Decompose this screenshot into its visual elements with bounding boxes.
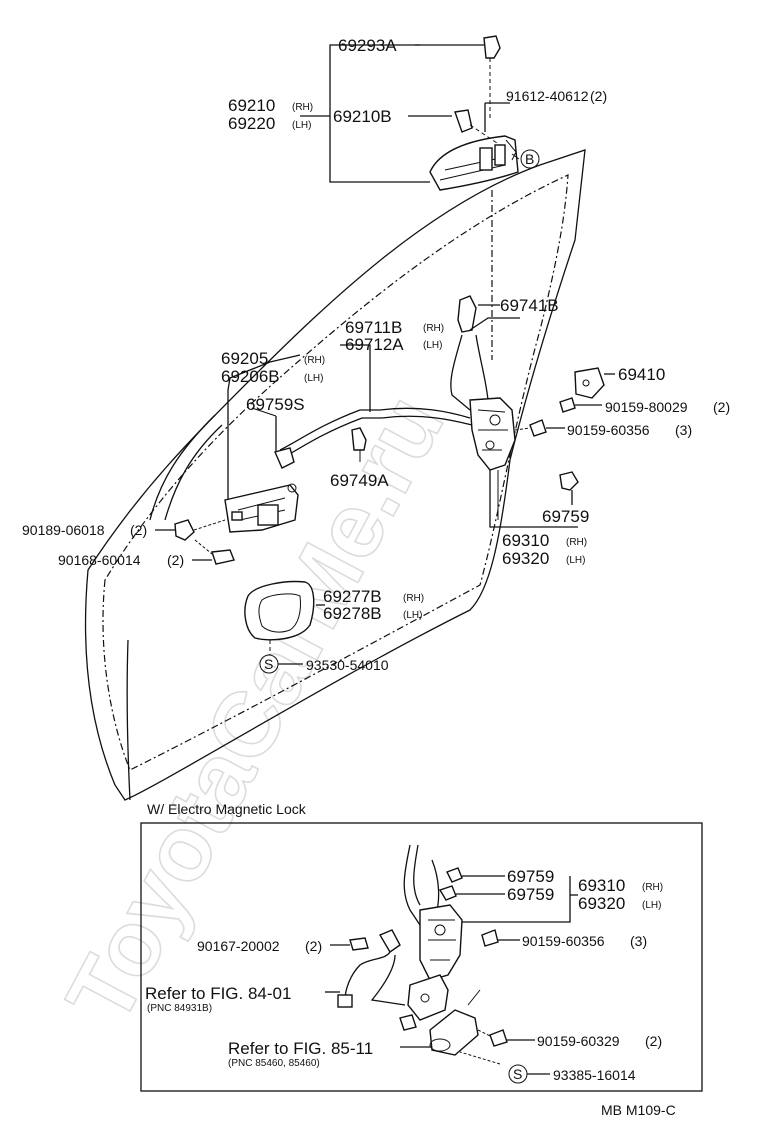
label-91612-qty: (2) xyxy=(590,88,607,104)
main-labels: 69293A 69210 (RH) 69220 (LH) 69210B 9161… xyxy=(22,36,730,673)
inset-label-90167-qty: (2) xyxy=(305,938,322,954)
label-90159-80029: 90159-80029 xyxy=(605,399,688,415)
screw-90168 xyxy=(211,549,235,565)
inset-diagram xyxy=(325,844,578,1084)
label-69278B: 69278B xyxy=(323,604,382,623)
label-69293A: 69293A xyxy=(338,36,397,55)
label-69210: 69210 xyxy=(228,96,275,115)
inset-label-90159-60329: 90159-60329 xyxy=(537,1033,620,1049)
inset-label-69310-rh: (RH) xyxy=(642,882,663,893)
bolt-90159-60356 xyxy=(529,419,547,437)
bolt-90159-80029 xyxy=(559,397,576,413)
label-90159-60356: 90159-60356 xyxy=(567,422,650,438)
label-69320-lh: (LH) xyxy=(566,555,585,566)
label-90159-80029-qty: (2) xyxy=(713,399,730,415)
inset-label-90159-60329-qty: (2) xyxy=(645,1033,662,1049)
label-69277B-rh: (RH) xyxy=(403,593,424,604)
label-69210-rh: (RH) xyxy=(292,102,313,113)
inset-screw-90167 xyxy=(349,937,369,951)
label-69749A: 69749A xyxy=(330,471,389,490)
label-90159-60356-qty: (3) xyxy=(675,422,692,438)
inset-label-69320: 69320 xyxy=(578,894,625,913)
inset-label-marker-s: S xyxy=(513,1066,522,1082)
label-69205: 69205 xyxy=(221,349,268,368)
label-69310-rh: (RH) xyxy=(566,537,587,548)
inset-ref1-pnc: (PNC 84931B) xyxy=(147,1003,212,1014)
label-90189-qty: (2) xyxy=(130,522,147,538)
inset-label-69320-lh: (LH) xyxy=(642,900,661,911)
label-91612: 91612-40612 xyxy=(506,88,589,104)
label-69206B-lh: (LH) xyxy=(304,373,323,384)
label-90189: 90189-06018 xyxy=(22,522,105,538)
inset-clip-69759-b xyxy=(438,885,457,901)
inset-clip-69759-a xyxy=(446,867,463,883)
inset-ref2-pnc: (PNC 85460, 85460) xyxy=(228,1058,320,1069)
door-outline xyxy=(84,149,586,801)
inset-frame xyxy=(140,822,703,1092)
inset-label-69310: 69310 xyxy=(578,876,625,895)
inset-label-69759-a: 69759 xyxy=(507,867,554,886)
inset-bolt-90159-60356 xyxy=(481,929,499,947)
label-69310: 69310 xyxy=(502,531,549,550)
label-69220: 69220 xyxy=(228,114,275,133)
inset-ref1: Refer to FIG. 84-01 xyxy=(145,984,291,1003)
door-lock-body xyxy=(469,397,516,471)
label-90168-qty: (2) xyxy=(167,552,184,568)
footer-code: MB M109-C xyxy=(601,1102,676,1118)
label-69741B: 69741B xyxy=(500,296,559,315)
inset-label-90167: 90167-20002 xyxy=(197,938,280,954)
label-69712A: 69712A xyxy=(345,335,404,354)
bolt-69210B xyxy=(454,109,473,133)
label-marker-b: B xyxy=(525,151,534,167)
inside-handle-group xyxy=(155,354,301,565)
label-69278B-lh: (LH) xyxy=(403,610,422,621)
inset-label-69759-b: 69759 xyxy=(507,885,554,904)
label-69711B-rh: (RH) xyxy=(423,323,444,334)
label-69759S: 69759S xyxy=(246,395,305,414)
label-69711B: 69711B xyxy=(345,318,402,337)
inside-handle-bezel xyxy=(244,580,325,674)
inset-label-90159-60356: 90159-60356 xyxy=(522,933,605,949)
label-93530: 93530-54010 xyxy=(306,657,389,673)
inset-bolt-90159-60329 xyxy=(489,1029,508,1047)
lock-assembly xyxy=(279,295,615,528)
label-marker-s: S xyxy=(264,656,273,672)
label-69759: 69759 xyxy=(542,507,589,526)
clip-69759 xyxy=(559,471,579,491)
marker-b-icon xyxy=(520,149,540,169)
label-69277B: 69277B xyxy=(323,587,382,606)
clip-90189 xyxy=(174,519,195,541)
inset-lock-body xyxy=(419,904,463,981)
clip-69749A xyxy=(351,427,367,451)
label-69210B: 69210B xyxy=(333,107,392,126)
label-69712A-lh: (LH) xyxy=(423,340,442,351)
inset-labels: 69759 69759 69310 (RH) 69320 (LH) 90167-… xyxy=(145,867,663,1083)
inset-solenoid xyxy=(429,1009,479,1056)
label-90168: 90168-60014 xyxy=(58,552,141,568)
clip-69759S xyxy=(274,447,295,469)
label-69220-lh: (LH) xyxy=(292,120,311,131)
label-69206B: 69206B xyxy=(221,367,280,386)
inset-ref2: Refer to FIG. 85-11 xyxy=(228,1039,373,1058)
outside-handle-group xyxy=(300,35,540,191)
clip-69741B xyxy=(457,295,477,333)
inset-label-93385: 93385-16014 xyxy=(553,1067,636,1083)
label-69410: 69410 xyxy=(618,365,665,384)
inset-title: W/ Electro Magnetic Lock xyxy=(147,801,307,817)
clip-69293A xyxy=(483,35,501,59)
label-69205-rh: (RH) xyxy=(304,355,325,366)
label-69320: 69320 xyxy=(502,549,549,568)
inset-label-90159-60356-qty: (3) xyxy=(630,933,647,949)
